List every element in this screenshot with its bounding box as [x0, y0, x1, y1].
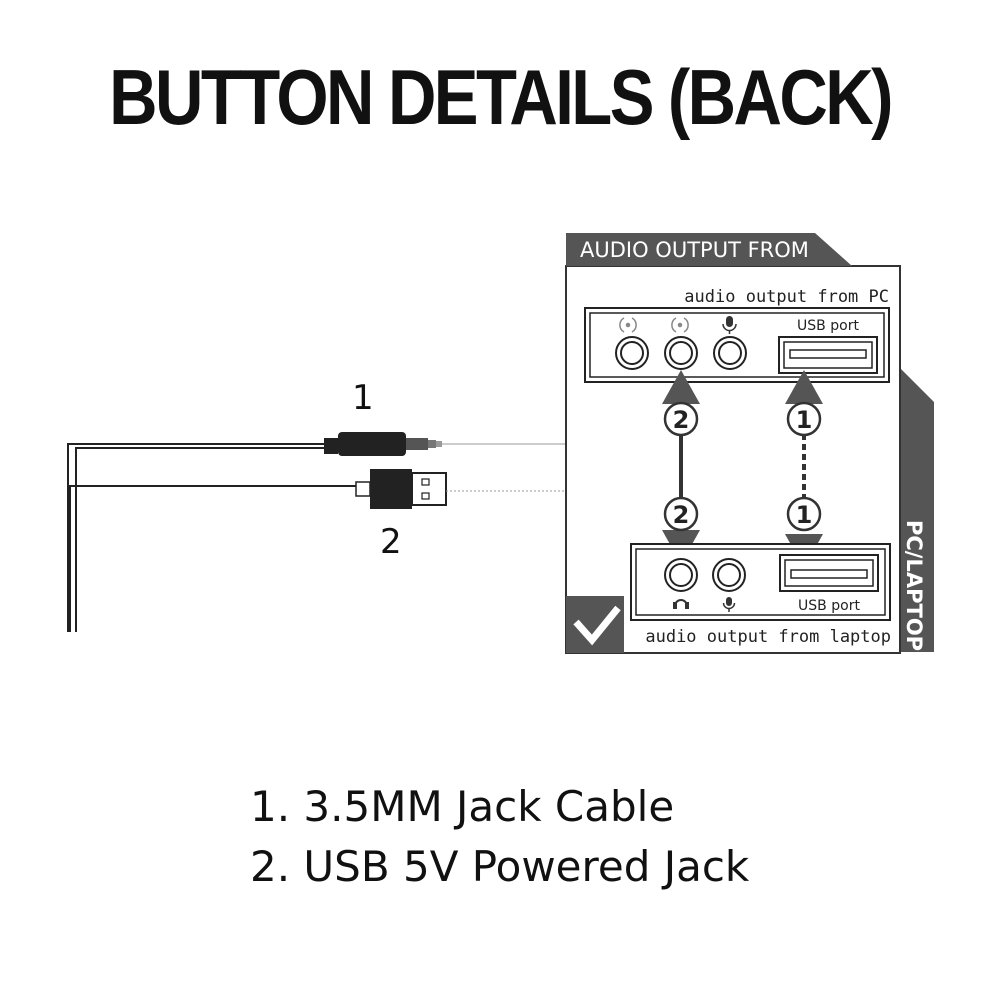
cable-label-1: 1 — [352, 378, 374, 418]
marker-jack-bottom: 2 — [663, 496, 699, 532]
marker-usb-top-label: 1 — [796, 406, 813, 434]
pc-line-out-port — [615, 336, 649, 370]
legend-item-2: 2. USB 5V Powered Jack — [250, 842, 750, 891]
laptop-headphone-icon — [673, 599, 689, 609]
laptop-mic-port — [712, 558, 746, 592]
pc-usb-label: USB port — [797, 318, 859, 334]
check-icon — [566, 596, 624, 653]
marker-jack-top: 2 — [663, 401, 699, 437]
panel-header-band — [566, 233, 852, 266]
side-strip — [900, 368, 934, 652]
pc-usb-port — [778, 336, 878, 374]
marker-usb-bottom-label: 1 — [796, 501, 813, 529]
legend-item-1: 1. 3.5MM Jack Cable — [250, 782, 675, 831]
laptop-usb-label: USB port — [798, 598, 860, 614]
pc-caption: audio output from PC — [684, 287, 889, 307]
marker-usb-top: 1 — [786, 401, 822, 437]
laptop-mic-icon — [722, 597, 736, 612]
pc-mic-icon — [722, 316, 737, 334]
pc-headphone-port — [664, 336, 698, 370]
pc-mic-port — [713, 336, 747, 370]
jack-cable — [67, 432, 566, 632]
cable-label-2: 2 — [380, 522, 402, 562]
laptop-usb-port — [779, 554, 879, 592]
marker-jack-top-label: 2 — [673, 406, 690, 434]
laptop-caption: audio output from laptop — [645, 627, 891, 647]
page-title: BUTTON DETAILS (BACK) — [109, 53, 893, 141]
panel-side-label: PC/LAPTOP — [902, 520, 926, 651]
panel-header: AUDIO OUTPUT FROM — [580, 238, 809, 262]
laptop-headphone-port — [664, 558, 698, 592]
pc-headphone-icon — [671, 317, 689, 333]
marker-usb-bottom: 1 — [786, 496, 822, 532]
pc-speaker-icon — [619, 317, 637, 333]
marker-jack-bottom-label: 2 — [673, 501, 690, 529]
usb-cable — [69, 469, 566, 632]
